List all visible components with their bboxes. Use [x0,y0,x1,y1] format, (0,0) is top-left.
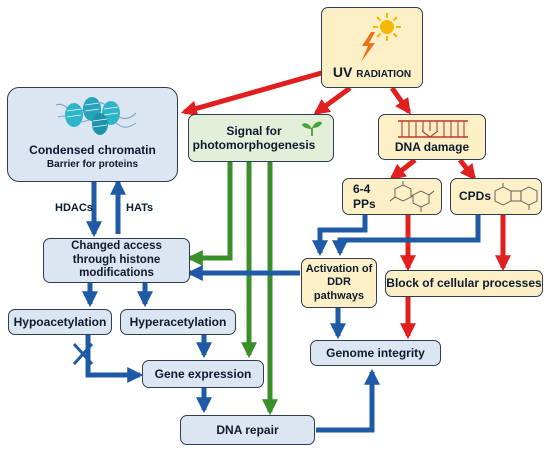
block-label: Block of cellular processes [386,276,542,291]
ddr-label: Activation of DDR pathways [305,263,373,302]
pp64-label-line2: PPs [353,196,376,211]
chromatin-subtitle: Barrier for proteins [46,159,139,170]
ddr-activation-node: Activation of DDR pathways [301,258,377,308]
dna-repair-label: DNA repair [216,422,279,437]
dna-repair-to-genome-arrow [316,368,381,433]
gene-expression-label: Gene expression [154,366,252,381]
dna-damage-to-cpds-arrow [458,158,476,181]
hats-label: HATs [126,202,154,214]
genome-label: Genome integrity [326,345,425,360]
pp64-node: 6-4 PPs [342,178,442,215]
genome-integrity-node: Genome integrity [310,340,441,366]
hypo-to-gene-expression-arrow [85,335,144,384]
dna-repair-node: DNA repair [180,415,315,445]
hdacs-label: HDACs [55,202,93,214]
hyper-label: Hyperacetylation [129,314,227,329]
signal-photomorphogenesis-node: Signal for photomorphogenesis [188,114,334,162]
hypo-label: Hypoacetylation [13,314,107,329]
changed-access-label: Changed access through histone modificat… [71,239,162,280]
molecule-icon [494,183,538,210]
hypoacetylation-node: Hypoacetylation [8,309,112,335]
uv-radiation-node: UV RADIATION [321,7,423,88]
condensed-chromatin-node: Condensed chromatin Barrier for proteins [7,87,178,182]
lightning-icon [361,32,375,62]
signal-label: Signal for photomorphogenesis [192,123,316,152]
uv-radiation-label: UV RADIATION [333,64,411,81]
radiation-label: RADIATION [356,69,412,80]
pp64-label-line1: 6-4 [353,182,371,197]
uv-to-dna-damage-arrow [389,86,412,115]
dna-ladder-icon [398,120,468,138]
inhibition-cross [72,342,94,366]
dna-damage-label: DNA damage [394,139,470,154]
signal-to-changed-access-arrow [186,162,233,267]
cpds-label: CPDs [459,189,492,204]
uv-label: UV [332,64,353,80]
seedling-icon [302,121,322,136]
dna-damage-node: DNA damage [378,114,486,160]
uv-to-signal-arrow [313,85,352,116]
block-cellular-processes-node: Block of cellular processes [385,270,543,297]
sun-icon [373,13,401,41]
nucleosome-icon [56,97,136,135]
uv-to-chromatin-arrow [180,69,326,117]
hyperacetylation-node: Hyperacetylation [120,309,236,335]
gene-expression-node: Gene expression [142,360,264,388]
chromatin-title: Condensed chromatin [29,142,156,157]
molecule-icon [389,181,435,212]
pp64-to-ddr-arrow [311,215,368,257]
changed-access-node: Changed access through histone modificat… [43,238,190,283]
dna-damage-to-pp64-arrow [389,158,417,180]
cpds-to-ddr-arrow [331,215,481,257]
cpds-node: CPDs [450,178,542,215]
